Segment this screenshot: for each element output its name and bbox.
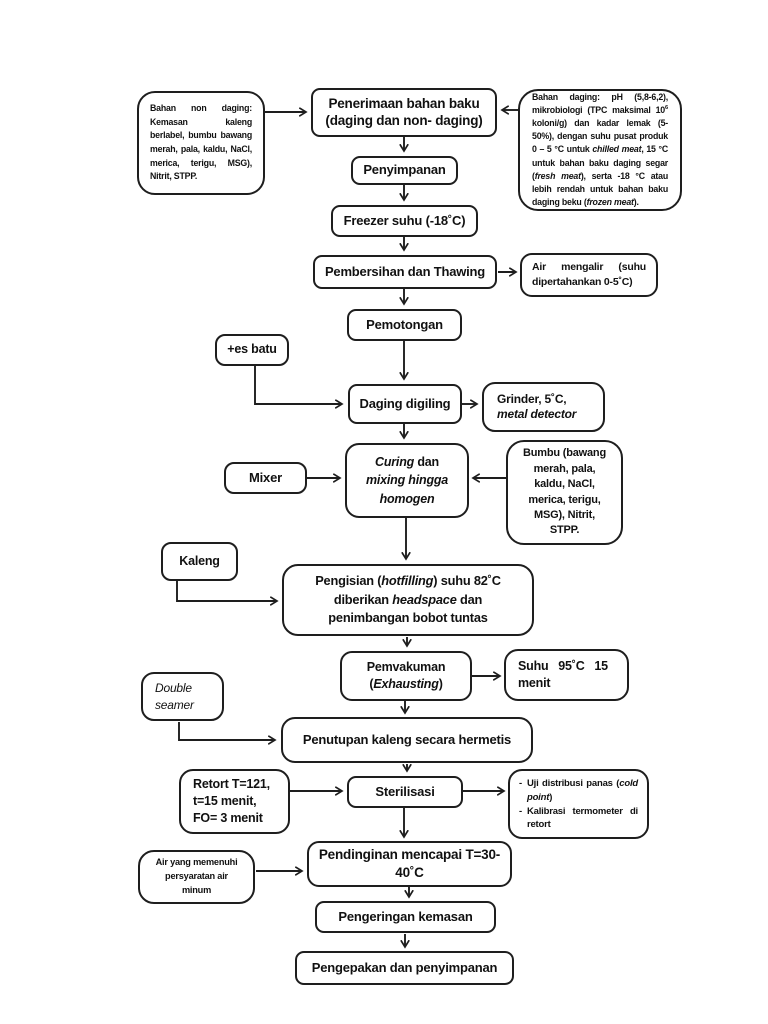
node-label-line: mixing hingga — [365, 473, 449, 488]
node-pengisian-hotfilling: Pengisian (hotfilling) suhu 82˚C diberik… — [282, 564, 534, 636]
node-pemvakuman-exhausting: Pemvakuman (Exhausting) — [340, 651, 472, 701]
annotation-bahan-non-daging: Bahan non daging: Kemasan kaleng berlabe… — [137, 91, 265, 195]
annotation-line: FO= 3 menit — [193, 810, 263, 825]
annotation-bahan-daging: Bahan daging: pH (5,8-6,2), mikrobiologi… — [518, 89, 682, 211]
annotation-line: metal detector — [497, 407, 577, 421]
node-label-line: (Exhausting) — [369, 677, 443, 691]
node-label-line: homogen — [379, 491, 435, 506]
node-pengeringan-kemasan: Pengeringan kemasan — [315, 901, 496, 933]
node-label: Penutupan kaleng secara hermetis — [302, 731, 512, 747]
annotation-suhu-95: Suhu 95˚C 15 menit — [504, 649, 629, 701]
node-label: Penyimpanan — [363, 162, 446, 178]
annotation-uji-distribusi: - Uji distribusi panas (cold point) - Ka… — [508, 769, 649, 839]
node-pembersihan-thawing: Pembersihan dan Thawing — [313, 255, 497, 289]
annotation-air-mengalir: Air mengalir (suhu dipertahankan 0-5˚C) — [520, 253, 658, 297]
annotation-text: Mixer — [249, 469, 282, 485]
node-pendinginan: Pendinginan mencapai T=30- 40˚C — [307, 841, 512, 887]
node-label-line: diberikan headspace dan — [333, 591, 483, 607]
node-label-line: Pendinginan mencapai T=30- — [318, 846, 501, 862]
annotation-line: Retort T=121, — [193, 777, 270, 792]
node-label-line: 40˚C — [395, 865, 424, 880]
annotation-text: Bahan non daging: Kemasan kaleng berlabe… — [150, 103, 252, 182]
annotation-line: t=15 menit, — [193, 794, 257, 809]
annotation-line: seamer — [155, 697, 194, 712]
node-pengepakan-penyimpanan: Pengepakan dan penyimpanan — [295, 951, 514, 985]
annotation-text: +es batu — [227, 342, 277, 357]
node-freezer: Freezer suhu (-18˚C) — [331, 205, 478, 237]
bullet-dash: - — [519, 805, 522, 817]
annotation-text: Bumbu (bawang merah, pala, kaldu, NaCl, … — [523, 447, 606, 537]
annotation-retort: Retort T=121, t=15 menit, FO= 3 menit — [179, 769, 290, 834]
node-penerimaan-bahan-baku: Penerimaan bahan baku (daging dan non- d… — [311, 88, 497, 137]
bullet-text: Kalibrasi termometer di retort — [526, 805, 638, 831]
node-label-line: Curing dan — [375, 455, 439, 470]
node-label: Pemotongan — [366, 316, 443, 332]
annotation-text: Air mengalir (suhu dipertahankan 0-5˚C) — [532, 260, 646, 288]
bullet-text: Uji distribusi panas (cold point) — [526, 778, 638, 803]
annotation-kaleng: Kaleng — [161, 542, 238, 581]
annotation-grinder: Grinder, 5˚C, metal detector — [482, 382, 605, 432]
annotation-air-minum: Air yang memenuhi persyaratan air minum — [138, 850, 255, 904]
bullet-item: - Kalibrasi termometer di retort — [519, 805, 638, 833]
annotation-line: Grinder, 5˚C, — [497, 392, 567, 406]
node-label: Sterilisasi — [375, 783, 435, 799]
node-penyimpanan: Penyimpanan — [351, 156, 458, 185]
node-label: Pengepakan dan penyimpanan — [311, 959, 498, 975]
node-curing-mixing: Curing dan mixing hingga homogen — [345, 443, 469, 518]
annotation-mixer: Mixer — [224, 462, 307, 494]
annotation-line: Suhu 95˚C 15 — [518, 658, 608, 673]
annotation-text: Bahan daging: pH (5,8-6,2), mikrobiologi… — [532, 91, 668, 208]
node-label-line: (daging dan non- daging) — [325, 112, 483, 128]
node-penutupan-hermetis: Penutupan kaleng secara hermetis — [281, 717, 533, 763]
node-label: Freezer suhu (-18˚C) — [343, 212, 466, 228]
annotation-text: Air yang memenuhi persyaratan air minum — [155, 857, 238, 895]
annotation-line: Double — [155, 680, 192, 695]
annotation-es-batu: +es batu — [215, 334, 289, 366]
bullet-dash: - — [519, 778, 522, 789]
node-label-line: Pengisian (hotfilling) suhu 82˚C — [315, 573, 501, 589]
node-pemotongan: Pemotongan — [347, 309, 462, 341]
node-daging-digiling: Daging digiling — [348, 384, 462, 424]
bullet-item: - Uji distribusi panas (cold point) — [519, 777, 638, 805]
node-label-line: Penerimaan bahan baku — [328, 95, 480, 111]
node-label: Daging digiling — [359, 395, 451, 411]
node-sterilisasi: Sterilisasi — [347, 776, 463, 808]
annotation-double-seamer: Double seamer — [141, 672, 224, 721]
node-label-line: Pemvakuman — [366, 659, 446, 674]
node-label: Pembersihan dan Thawing — [324, 263, 486, 279]
node-label-line: penimbangan bobot tuntas — [328, 610, 488, 626]
annotation-text: Kaleng — [179, 553, 220, 568]
node-label: Pengeringan kemasan — [338, 908, 473, 924]
annotation-line: menit — [518, 676, 551, 690]
annotation-bumbu: Bumbu (bawang merah, pala, kaldu, NaCl, … — [506, 440, 623, 545]
